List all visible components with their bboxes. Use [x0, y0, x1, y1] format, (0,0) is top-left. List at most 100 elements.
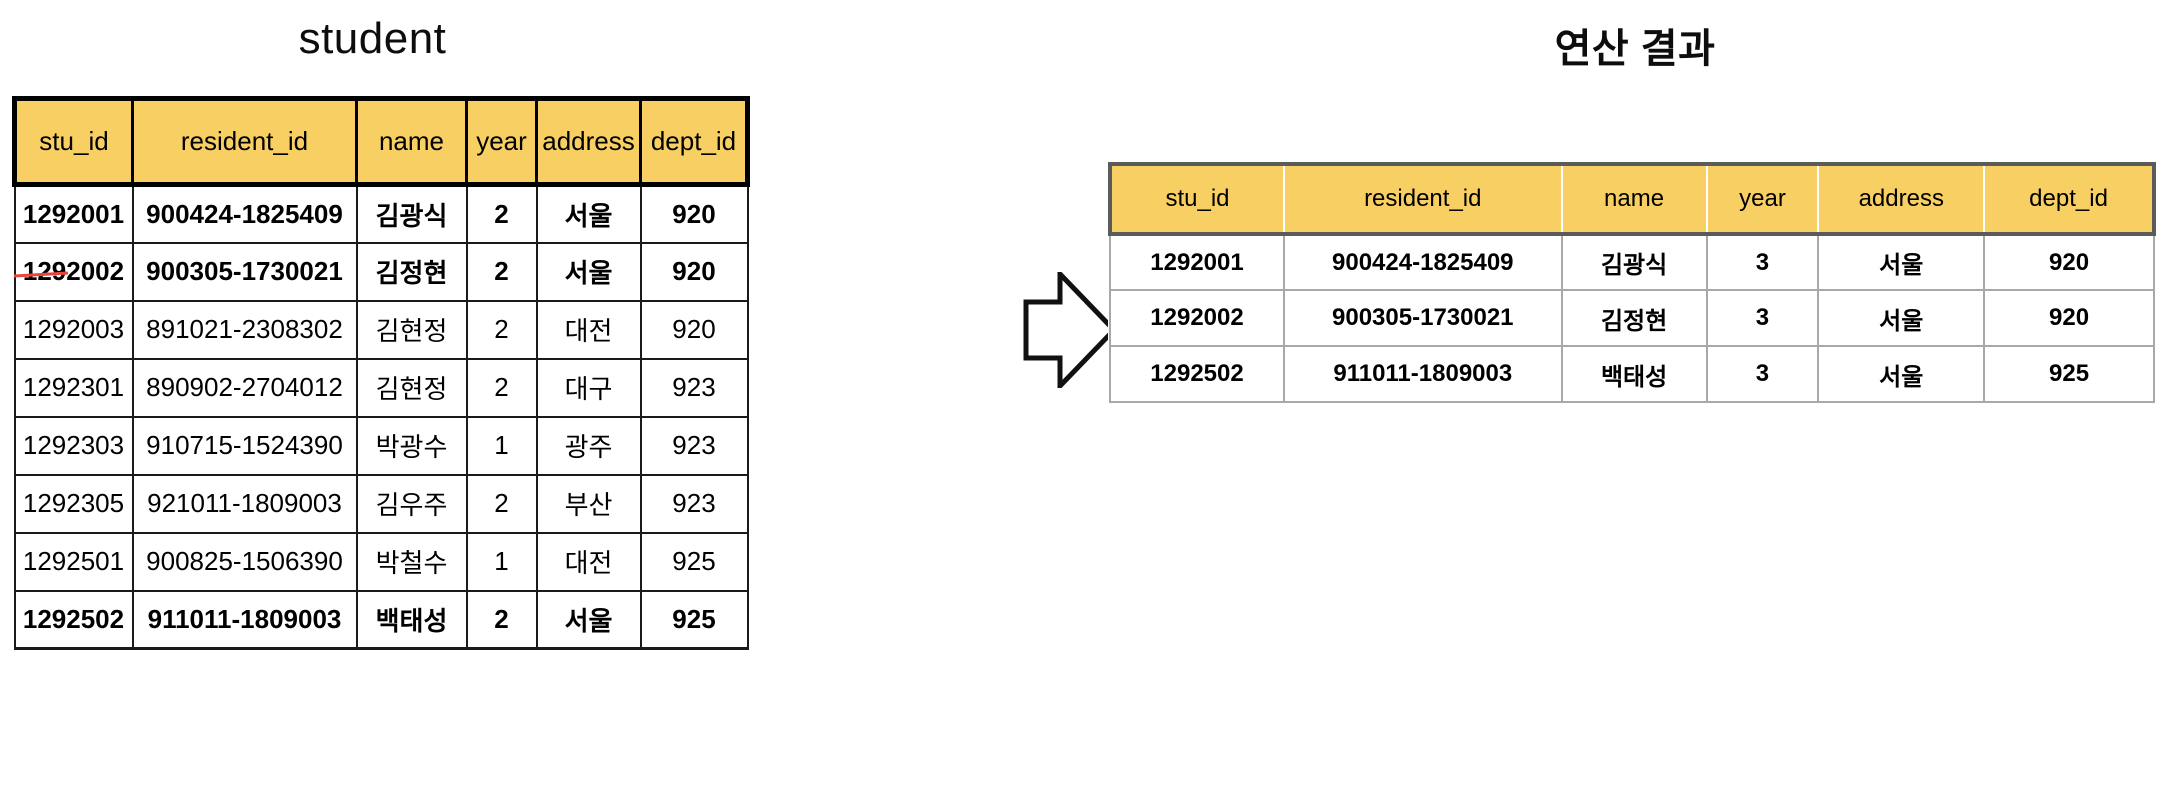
cell-year: 2: [465, 473, 538, 534]
cell-resident-id: 911011-1809003: [131, 589, 358, 650]
column-header-address: address: [1817, 162, 1986, 236]
cell-address: 부산: [535, 473, 642, 534]
cell-stu-id: 1292502: [1109, 345, 1285, 403]
cell-year: 2: [465, 183, 538, 244]
column-header-resident-id: resident_id: [1283, 162, 1563, 236]
cell-address: 대전: [535, 531, 642, 592]
cell-resident-id: 900305-1730021: [1283, 289, 1563, 347]
cell-dept-id: 920: [1983, 233, 2155, 291]
result-relation-title: 연산 결과: [1554, 27, 1716, 71]
cell-stu-id: 1292501: [13, 531, 134, 592]
result-relation-panel: 연산 결과: [1090, 0, 2180, 74]
cell-resident-id: 900424-1825409: [131, 183, 358, 244]
cell-name: 박광수: [355, 415, 468, 476]
cell-address: 서울: [1817, 289, 1986, 347]
cell-year: 3: [1705, 345, 1820, 403]
cell-dept-id: 920: [639, 299, 749, 360]
cell-name: 백태성: [355, 589, 468, 650]
cell-resident-id: 891021-2308302: [131, 299, 358, 360]
cell-resident-id: 900825-1506390: [131, 531, 358, 592]
cell-dept-id: 920: [639, 241, 749, 302]
cell-year: 3: [1705, 233, 1820, 291]
cell-name: 김현정: [355, 357, 468, 418]
cell-resident-id: 911011-1809003: [1283, 345, 1563, 403]
cell-resident-id: 910715-1524390: [131, 415, 358, 476]
cell-address: 서울: [535, 183, 642, 244]
result-table: stu_id resident_id name year address dep…: [1108, 162, 2156, 403]
table-header-row: stu_id resident_id name year address dep…: [12, 96, 750, 187]
student-table: stu_id resident_id name year address dep…: [12, 96, 750, 650]
cell-name: 박철수: [355, 531, 468, 592]
cell-dept-id: 920: [639, 183, 749, 244]
cell-address: 광주: [535, 415, 642, 476]
column-header-address: address: [535, 96, 642, 187]
column-header-resident-id: resident_id: [131, 96, 358, 187]
cell-stu-id: 1292002: [13, 241, 134, 302]
cell-dept-id: 923: [639, 357, 749, 418]
cell-name: 김우주: [355, 473, 468, 534]
column-header-name: name: [1560, 162, 1708, 236]
cell-address: 대구: [535, 357, 642, 418]
cell-dept-id: 920: [1983, 289, 2155, 347]
cell-stu-id: 1292301: [13, 357, 134, 418]
cell-year: 2: [465, 299, 538, 360]
cell-name: 김정현: [1560, 289, 1708, 347]
table-header-row: stu_id resident_id name year address dep…: [1108, 162, 2156, 236]
cell-name: 백태성: [1560, 345, 1708, 403]
source-relation-title: student: [298, 14, 447, 63]
cell-dept-id: 925: [639, 589, 749, 650]
column-header-dept-id: dept_id: [1983, 162, 2156, 236]
cell-address: 서울: [1817, 233, 1986, 291]
column-header-year: year: [465, 96, 538, 187]
column-header-name: name: [355, 96, 468, 187]
cell-year: 1: [465, 415, 538, 476]
cell-address: 서울: [1817, 345, 1986, 403]
cell-address: 서울: [535, 589, 642, 650]
cell-name: 김정현: [355, 241, 468, 302]
cell-stu-id: 1292502: [13, 589, 134, 650]
cell-resident-id: 900305-1730021: [131, 241, 358, 302]
column-header-year: year: [1705, 162, 1820, 236]
cell-dept-id: 925: [639, 531, 749, 592]
cell-resident-id: 890902-2704012: [131, 357, 358, 418]
cell-stu-id: 1292003: [13, 299, 134, 360]
cell-resident-id: 900424-1825409: [1283, 233, 1563, 291]
strikethrough-mark: 1292002: [22, 256, 125, 286]
cell-address: 대전: [535, 299, 642, 360]
cell-stu-id: 1292305: [13, 473, 134, 534]
cell-year: 2: [465, 357, 538, 418]
cell-stu-id: 1292002: [1109, 289, 1285, 347]
column-header-stu-id: stu_id: [12, 96, 134, 187]
result-table-header: stu_id resident_id name year address dep…: [1108, 162, 2156, 236]
column-header-stu-id: stu_id: [1108, 162, 1285, 236]
cell-stu-id: 1292001: [13, 183, 134, 244]
column-header-dept-id: dept_id: [639, 96, 750, 187]
cell-name: 김광식: [1560, 233, 1708, 291]
cell-year: 1: [465, 531, 538, 592]
cell-resident-id: 921011-1809003: [131, 473, 358, 534]
cell-name: 김현정: [355, 299, 468, 360]
cell-name: 김광식: [355, 183, 468, 244]
block-arrow-right-icon: [1022, 272, 1118, 388]
cell-year: 3: [1705, 289, 1820, 347]
cell-stu-id: 1292001: [1109, 233, 1285, 291]
cell-dept-id: 925: [1983, 345, 2155, 403]
cell-year: 2: [465, 241, 538, 302]
cell-address: 서울: [535, 241, 642, 302]
student-table-header: stu_id resident_id name year address dep…: [12, 96, 750, 187]
source-relation-panel: student: [0, 0, 760, 64]
cell-year: 2: [465, 589, 538, 650]
cell-stu-id: 1292303: [13, 415, 134, 476]
